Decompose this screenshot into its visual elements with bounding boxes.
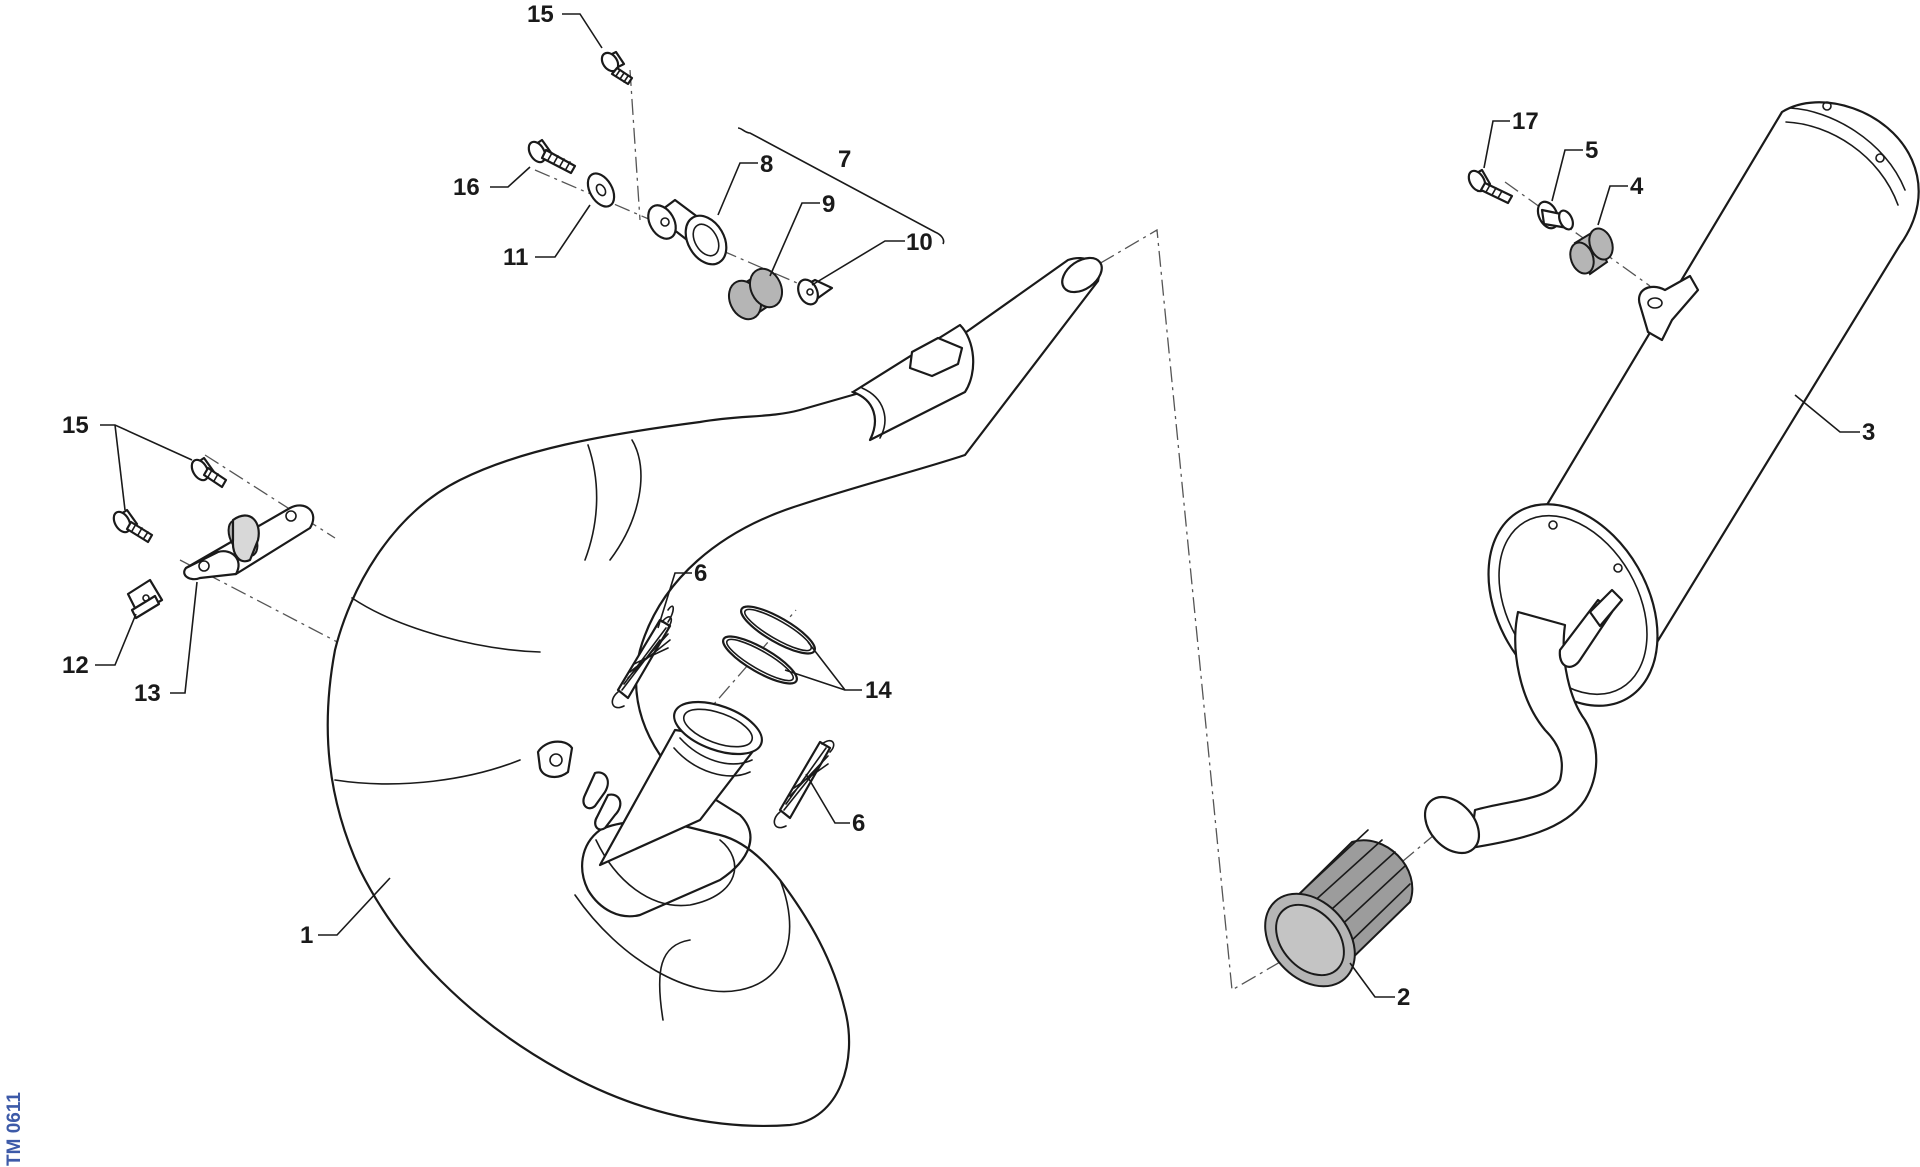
document-code: TM 0611 bbox=[0, 1090, 30, 1167]
sleeve-bushing bbox=[1536, 200, 1574, 231]
callout-15-left: 15 bbox=[62, 412, 89, 439]
callout-3: 3 bbox=[1862, 419, 1875, 446]
rubber-grommet bbox=[727, 267, 784, 321]
spring-upper bbox=[611, 605, 675, 709]
callout-labels: 15 16 11 8 7 9 10 15 12 13 6 14 6 1 2 3 … bbox=[62, 1, 1875, 1011]
callout-2: 2 bbox=[1397, 984, 1410, 1011]
leader-lines bbox=[95, 13, 1860, 998]
callout-7: 7 bbox=[838, 146, 851, 173]
document-code-text: TM 0611 bbox=[3, 1092, 25, 1166]
spacer-sleeve bbox=[797, 278, 834, 306]
callout-11: 11 bbox=[503, 244, 528, 271]
bushing-collar bbox=[647, 198, 728, 266]
callout-13: 13 bbox=[134, 680, 161, 707]
bolt-bracket-lower bbox=[112, 508, 154, 544]
bolt-bracket-upper bbox=[190, 456, 228, 489]
callout-5: 5 bbox=[1585, 137, 1598, 164]
callout-4: 4 bbox=[1630, 173, 1644, 200]
washer bbox=[586, 172, 616, 208]
sealing-ring-upper bbox=[740, 605, 816, 655]
bolt-collar bbox=[527, 138, 577, 175]
callout-10: 10 bbox=[906, 229, 933, 256]
callout-8: 8 bbox=[760, 151, 773, 178]
bolt-top bbox=[600, 50, 634, 86]
callout-15-top: 15 bbox=[527, 1, 554, 28]
silencer bbox=[1423, 101, 1920, 855]
header-pipe bbox=[326, 256, 1103, 1128]
spring-lower bbox=[773, 739, 835, 829]
mounting-kit-bracket bbox=[737, 127, 945, 245]
rubber-sleeve bbox=[1264, 829, 1414, 988]
grommet-silencer bbox=[1569, 227, 1614, 276]
callout-1: 1 bbox=[300, 922, 313, 949]
clip-nut bbox=[126, 578, 164, 620]
callout-12: 12 bbox=[62, 652, 89, 679]
sealing-ring-lower bbox=[722, 635, 798, 685]
callout-17: 17 bbox=[1512, 108, 1539, 135]
callout-16: 16 bbox=[453, 174, 480, 201]
callout-9: 9 bbox=[822, 191, 835, 218]
bracket-plate bbox=[183, 504, 315, 581]
callout-14: 14 bbox=[865, 677, 892, 704]
callout-6-lower: 6 bbox=[852, 810, 865, 837]
callout-6-upper: 6 bbox=[694, 560, 707, 587]
bolt-silencer bbox=[1467, 168, 1514, 205]
